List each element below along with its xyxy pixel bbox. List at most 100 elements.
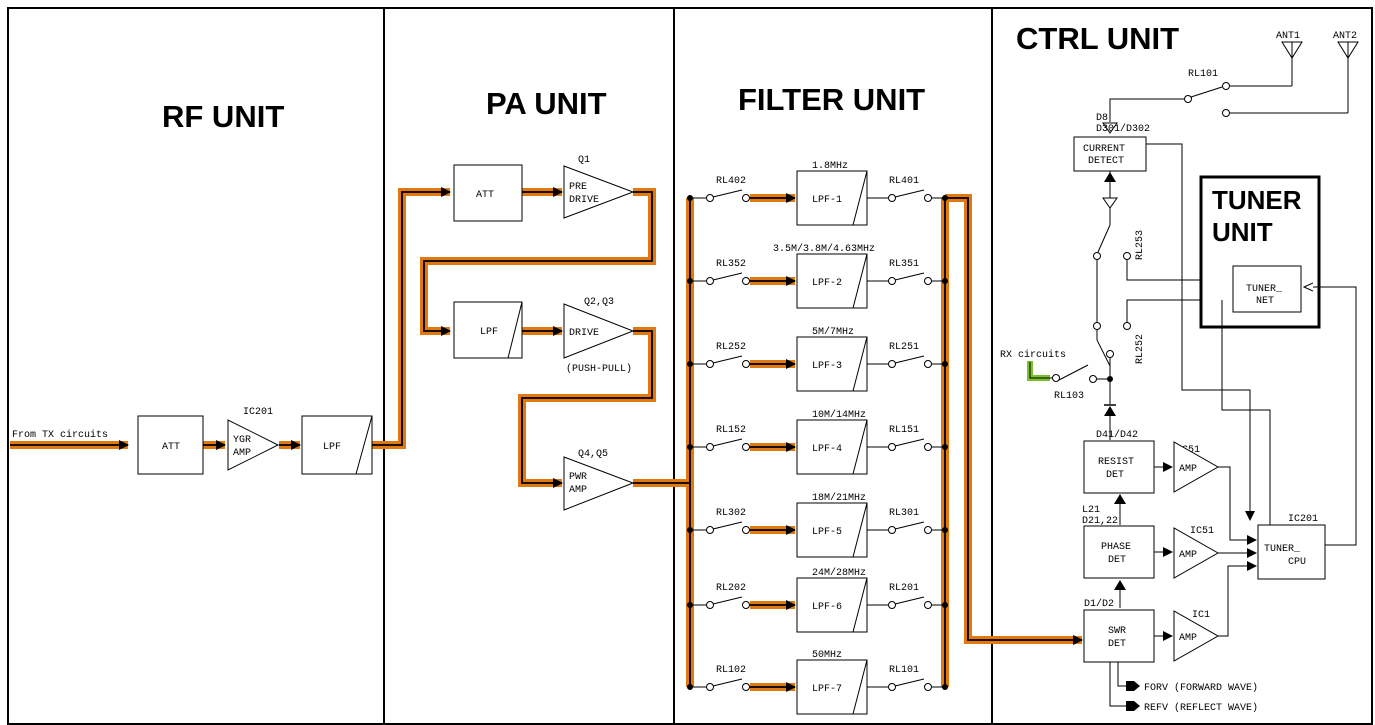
relay-out-label: RL301 <box>889 508 919 519</box>
rl253-contact-b <box>1123 252 1131 260</box>
refv-connector-icon <box>1126 701 1140 711</box>
rf-att-label: ATT <box>162 442 180 453</box>
ic1-label: IC1 <box>1192 610 1210 621</box>
relay-out-contact-b <box>924 194 932 202</box>
relay-in-label: RL252 <box>716 342 746 353</box>
predrive-label-2: DRIVE <box>569 195 599 206</box>
pa-att-block <box>453 164 523 222</box>
pa-att-label: ATT <box>476 190 494 201</box>
relay-in-blade <box>712 355 743 364</box>
lpf-frequency: 50MHz <box>812 650 842 661</box>
ic201-ctrl-label: IC201 <box>1288 514 1318 525</box>
resist-label-1: RESIST <box>1098 457 1134 468</box>
tuner-unit-title-1: TUNER <box>1212 185 1302 215</box>
relay-out-contact-b <box>924 526 932 534</box>
rl103-blade <box>1058 364 1089 381</box>
amp1-label: AMP <box>1179 464 1197 475</box>
lpf-frequency: 1.8MHz <box>812 161 848 172</box>
lpf-slash <box>852 253 868 309</box>
pushpull-label: (PUSH-PULL) <box>566 363 632 375</box>
outer-frame <box>7 7 1373 725</box>
rl103-contact-b <box>1089 375 1097 383</box>
pwr-amp-block <box>563 456 635 511</box>
bus-junction-in <box>687 361 693 367</box>
relay-in-contact-a <box>706 360 714 368</box>
lpf-frequency: 5M/7MHz <box>812 326 854 338</box>
forv-connector-icon <box>1126 681 1140 691</box>
bus-junction-in <box>687 684 693 690</box>
relay-out-contact-a <box>888 194 896 202</box>
drive-block <box>563 303 635 359</box>
swr-up-arrow-icon <box>1114 580 1126 590</box>
relay-in-blade <box>712 596 743 605</box>
relay-out-label: RL151 <box>889 425 919 436</box>
pa-unit-title: PA UNIT <box>486 86 607 121</box>
relay-in-contact-b <box>742 443 750 451</box>
ctrl-unit-title: CTRL UNIT <box>1016 21 1179 56</box>
relay-out-label: RL251 <box>889 342 919 353</box>
ic51b-label: IC51 <box>1190 526 1214 537</box>
rl252-blade <box>1096 339 1111 367</box>
cpu-to-tuner-ctrl-wire <box>1221 300 1271 525</box>
relay-in-blade <box>712 521 743 530</box>
d1-label: D1/D2 <box>1084 598 1114 610</box>
relay-in-contact-a <box>706 526 714 534</box>
ygr-amp-block <box>227 419 280 471</box>
rl103-contact-a <box>1052 374 1060 382</box>
amp-block-2 <box>1173 527 1220 579</box>
relay-in-label: RL202 <box>716 583 746 594</box>
relay-in-blade <box>712 678 743 687</box>
current-label-2: DETECT <box>1088 156 1124 167</box>
rl252-common <box>1106 350 1114 358</box>
relay-in-contact-b <box>742 601 750 609</box>
rf-lpf-label: LPF <box>323 442 341 453</box>
relay-in-label: RL302 <box>716 508 746 519</box>
d301-label: D301/D302 <box>1096 123 1150 135</box>
relay-in-contact-a <box>706 601 714 609</box>
d41-label: D41/D42 <box>1096 429 1138 441</box>
relay-out-contact-a <box>888 277 896 285</box>
ant2-icon <box>1337 41 1359 113</box>
q1-label: Q1 <box>578 155 590 166</box>
relay-out-blade <box>894 438 925 447</box>
relay-in-contact-b <box>742 683 750 691</box>
d8-diode-icon <box>1102 122 1118 134</box>
phase-label-2: DET <box>1108 555 1126 566</box>
rf-lpf-slash <box>355 415 373 475</box>
pa-lpf-slash <box>507 301 523 359</box>
ic201-label: IC201 <box>243 407 273 418</box>
rx-circuits-label: RX circuits <box>1000 349 1066 361</box>
relay-out-blade <box>894 678 925 687</box>
lpf-label: LPF-1 <box>812 195 842 206</box>
predrive-block <box>563 165 635 219</box>
bus-junction-out <box>942 278 948 284</box>
q45-label: Q4,Q5 <box>578 449 608 460</box>
lpf-slash <box>852 170 868 226</box>
relay-out-label: RL401 <box>889 176 919 187</box>
rl101-contact-b <box>1222 109 1230 117</box>
phase-up-arrow-icon <box>1114 494 1126 504</box>
relay-in-label: RL402 <box>716 176 746 187</box>
rx-wire <box>1029 362 1052 379</box>
l21-label: L21 <box>1082 505 1100 516</box>
current-detect-block <box>1073 136 1147 172</box>
d21-label: D21,22 <box>1082 516 1118 527</box>
relay-out-contact-b <box>924 360 932 368</box>
lpf-label: LPF-5 <box>812 527 842 538</box>
bus-junction-in <box>687 602 693 608</box>
d41-diode-icon <box>1104 406 1116 416</box>
cpu-to-tuner-wire <box>1304 287 1357 546</box>
rf-att-block <box>137 415 204 475</box>
rl103-label: RL103 <box>1054 391 1084 402</box>
relay-out-label: RL201 <box>889 583 919 594</box>
tuner-net-block <box>1232 265 1302 313</box>
rl252-to-tuner-wire <box>1126 300 1230 322</box>
relay-out-contact-b <box>924 443 932 451</box>
relay-in-label: RL152 <box>716 425 746 436</box>
relay-out-contact-b <box>924 601 932 609</box>
relay-out-blade <box>894 189 925 198</box>
relay-out-contact-b <box>924 277 932 285</box>
relay-out-contact-a <box>888 683 896 691</box>
